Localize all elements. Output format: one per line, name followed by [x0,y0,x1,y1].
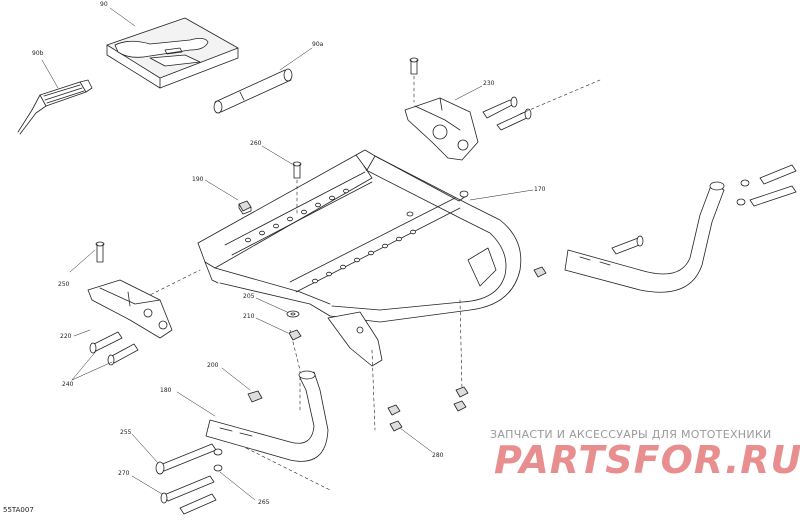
bracket-230 [404,97,479,161]
callout-220: 220 [60,333,72,340]
washers-265 [213,448,223,472]
nuts-280 [387,386,469,432]
pins-240 [89,331,139,366]
callout-210: 210 [243,313,255,320]
right-handle [564,181,725,293]
nut-190 [238,200,252,215]
screwdriver [17,79,93,135]
callout-190: 190 [192,176,204,183]
bolt-230 [409,57,419,75]
nut-200 [247,390,263,403]
washer-205 [286,310,300,318]
pins-230 [482,96,532,131]
callout-280: 280 [432,452,444,459]
bracket-220 [87,241,173,339]
callout-240: 240 [62,381,74,388]
tool-kit-box [106,17,239,89]
callout-205: 205 [243,293,255,300]
figure-code: 55TA007 [3,506,34,514]
watermark-subtitle: ЗАПЧАСТИ И АКСЕССУАРЫ ДЛЯ МОТОТЕХНИКИ [490,428,772,441]
callout-270: 270 [118,470,130,477]
callout-200: 200 [207,362,219,369]
leader-lines [41,7,534,501]
callout-255: 255 [120,429,132,436]
callout-90a: 90a [312,41,324,48]
lower-handle [205,370,329,462]
right-bolts [533,164,797,278]
frame-170 [197,149,522,367]
callout-265: 265 [258,499,270,506]
callout-260: 260 [250,140,262,147]
callout-90b: 90b [32,50,44,57]
nut-210 [288,329,302,341]
callout-250: 250 [58,281,70,288]
bolts-lower [155,443,217,515]
callout-180: 180 [160,387,172,394]
watermark-logo: PARTSFOR.RU [494,438,800,482]
bolt-260-top [292,161,302,179]
assembly-lines [139,75,601,491]
callout-230: 230 [483,80,495,87]
socket-tube [213,68,293,114]
callout-90: 90 [100,1,108,8]
callout-170: 170 [534,186,546,193]
